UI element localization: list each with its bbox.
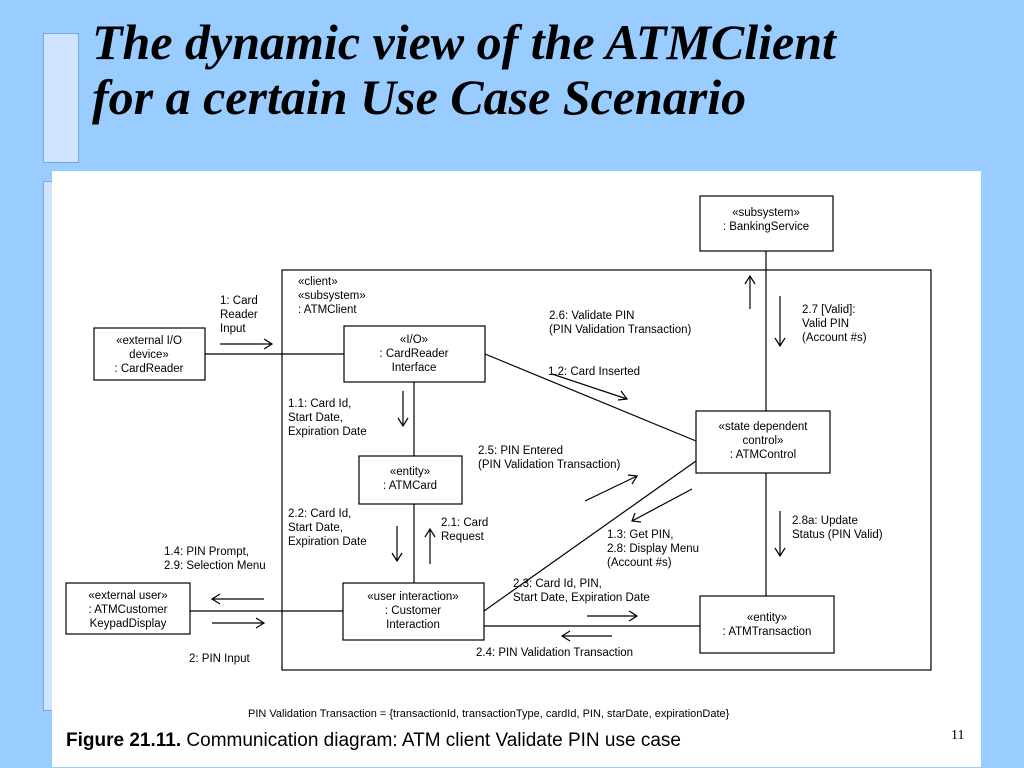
cardreader-dev-line3: : CardReader [114,363,183,375]
msg-1-line3: Input [220,323,246,335]
cardreader-if-line1: «I/O» [400,334,428,346]
msg-2-3-line2: Start Date, Expiration Date [513,592,650,604]
customer-interaction-line1: «user interaction» [367,591,458,603]
msg-1-3-line1: 1.3: Get PIN, [607,529,673,541]
decorative-bar-top [43,33,79,163]
msg-2-1-line2: Request [441,531,485,543]
msg-2-6-line1: 2.6: Validate PIN [549,310,634,322]
subsystem-label-2: «subsystem» [298,290,366,302]
communication-diagram: «client» «subsystem» : ATMClient «subsys… [65,195,932,720]
figure-caption-label: Figure 21.11. [66,730,182,751]
msg-2-1-line1: 2.1: Card [441,517,488,529]
transaction-name: : ATMTransaction [723,626,812,638]
customer-interaction-line2: : Customer [385,605,441,617]
slide-title-line1: The dynamic view of the ATMClient [92,14,836,70]
msg-1-1-line1: 1.1: Card Id, [288,398,351,410]
node-atmtransaction [699,595,835,654]
msg-1-1-line3: Expiration Date [288,426,367,438]
msg-1-2: 1.2: Card Inserted [548,366,640,378]
msg-2-5-line2: (PIN Validation Transaction) [478,459,620,471]
msg-2-2-line1: 2.2: Card Id, [288,508,351,520]
msg-2-8a-line1: 2.8a: Update [792,515,858,527]
slide-title-line2: for a certain Use Case Scenario [92,69,747,125]
atmcard-stereotype: «entity» [390,466,430,478]
customer-display-line2: : ATMCustomer [88,604,167,616]
figure-caption-text: Communication diagram: ATM client Valida… [181,730,681,751]
msg-2-7-line2: Valid PIN [802,318,849,330]
subsystem-label-1: «client» [298,276,338,288]
msg-1-4-line1: 1.4: PIN Prompt, [164,546,249,558]
banking-stereotype: «subsystem» [732,207,800,219]
msg-1-line1: 1: Card [220,295,258,307]
msg-2-3-line1: 2.3: Card Id, PIN, [513,578,602,590]
customer-display-line1: «external user» [88,590,167,602]
figure-caption: Figure 21.11. Communication diagram: ATM… [66,730,681,752]
diagram-panel: «client» «subsystem» : ATMClient «subsys… [52,171,981,767]
node-atmcontrol [695,410,831,474]
subsystem-label-3: : ATMClient [298,304,357,316]
msg-2-2-line3: Expiration Date [288,536,367,548]
cardreader-dev-line2: device» [129,349,169,361]
customer-interaction-line3: Interaction [386,619,440,631]
msg-2-5-line1: 2.5: PIN Entered [478,445,563,457]
node-atmcard [358,455,463,505]
msg-1-line2: Reader [220,309,258,321]
customer-display-line3: KeypadDisplay [90,618,167,630]
msg-1-3-line3: (Account #s) [607,557,672,569]
msg-2-4: 2.4: PIN Validation Transaction [476,647,633,659]
msg-1-4-line2: 2.9: Selection Menu [164,560,266,572]
slide-title: The dynamic view of the ATMClient for a … [92,15,1012,125]
msg-2-7-line1: 2.7 [Valid]: [802,304,856,316]
msg-2-6-line2: (PIN Validation Transaction) [549,324,691,336]
msg-2-8a-line2: Status (PIN Valid) [792,529,883,541]
cardreader-if-line2: : CardReader [379,348,448,360]
pin-validation-footnote: PIN Validation Transaction = {transactio… [248,708,730,720]
msg-1-3-line2: 2.8: Display Menu [607,543,699,555]
cardreader-if-line3: Interface [392,362,437,374]
node-customer-display [65,582,191,635]
control-line2: control» [743,435,784,447]
msg-1-1-line2: Start Date, [288,412,343,424]
control-line1: «state dependent [719,421,809,433]
atmclient-subsystem-boundary [281,269,932,671]
cardreader-dev-line1: «external I/O [116,335,182,347]
control-line3: : ATMControl [730,449,796,461]
transaction-stereotype: «entity» [747,612,787,624]
msg-2: 2: PIN Input [189,653,251,665]
msg-2-2-line2: Start Date, [288,522,343,534]
slide-number: 11 [951,728,965,743]
banking-name: : BankingService [723,221,809,233]
msg-2-7-line3: (Account #s) [802,332,867,344]
atmcard-name: : ATMCard [383,480,437,492]
